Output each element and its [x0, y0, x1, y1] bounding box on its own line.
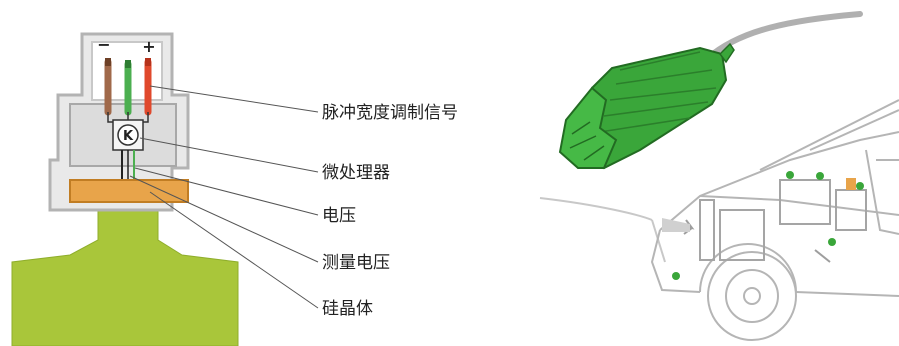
sensor-labels: 脉冲宽度调制信号 微处理器 电压 测量电压 硅晶体 [322, 103, 458, 319]
pin-minus-sign: − [97, 35, 110, 54]
sensor-base [11, 199, 239, 346]
label-pwm-signal: 脉冲宽度调制信号 [322, 103, 458, 123]
label-microprocessor: 微处理器 [322, 163, 390, 183]
label-silicon-crystal: 硅晶体 [322, 299, 373, 319]
silicon-crystal [69, 179, 189, 203]
sensor-location-dots [672, 171, 864, 280]
green-connector-plug [558, 42, 735, 170]
pin-plus-sign: + [142, 37, 155, 56]
label-measured-voltage: 测量电压 [322, 253, 390, 273]
label-voltage: 电压 [322, 206, 356, 226]
connector-cable [705, 11, 863, 61]
leader-lines [129, 85, 319, 309]
chip-symbol: K [123, 129, 134, 144]
sensor-cross-section: K − + [11, 32, 239, 346]
